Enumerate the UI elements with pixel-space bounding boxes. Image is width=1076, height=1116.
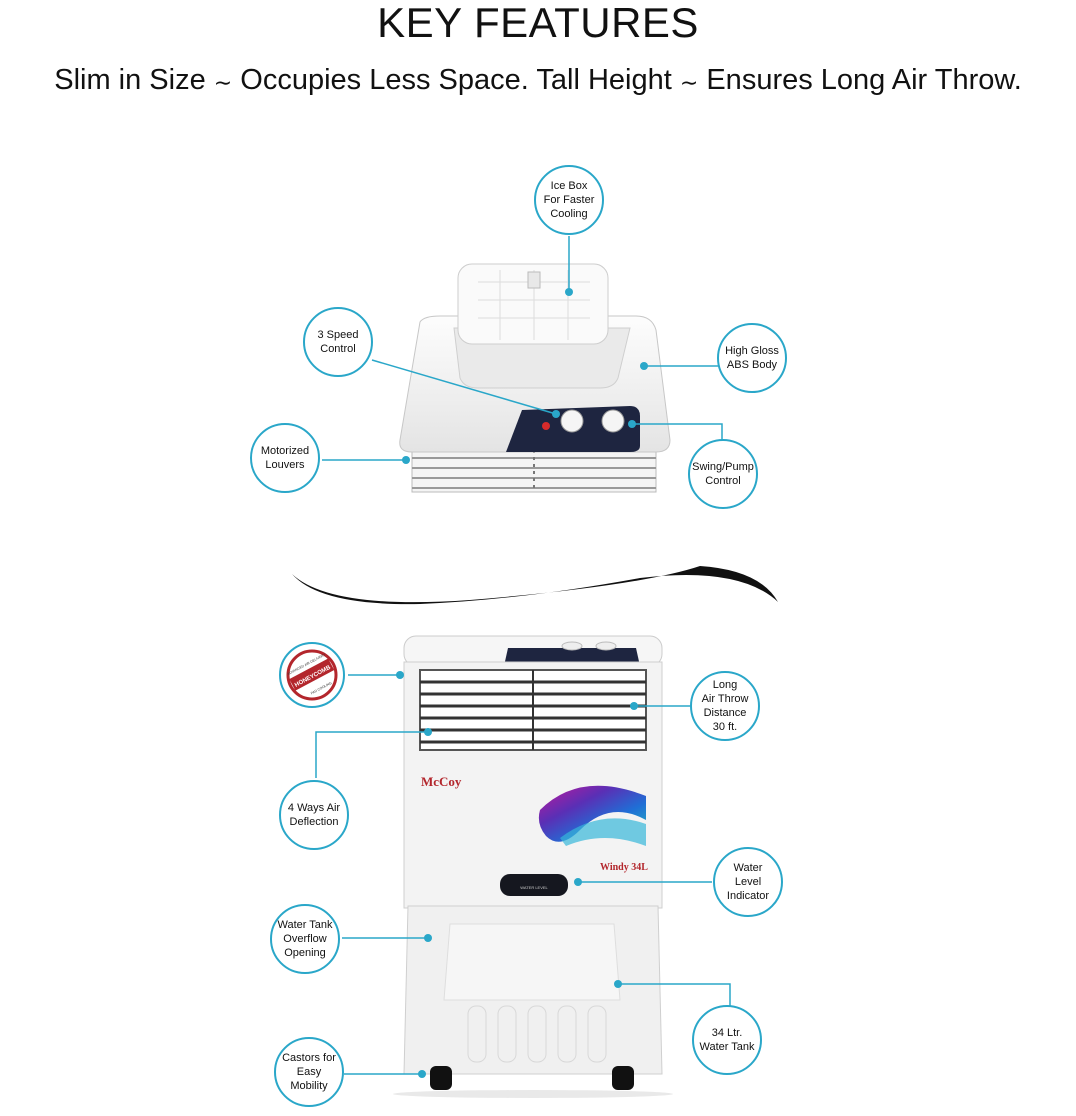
castor-wheels (430, 1066, 634, 1090)
page-subtitle: Slim in Size ∼ Occupies Less Space. Tall… (0, 62, 1076, 99)
callout-castors-line-1: Castors for (282, 1052, 336, 1064)
callout-speed-line-2: Control (320, 343, 356, 355)
decor-swirl (538, 785, 646, 842)
callout-overflow-line-2: Overflow (283, 933, 327, 945)
callout-ice-box-line-3: Cooling (550, 208, 588, 220)
callout-gloss-line-2: ABS Body (726, 359, 778, 371)
callout-louvers-line-2: Louvers (265, 459, 305, 471)
callout-throw-line-4: 30 ft. (712, 721, 738, 733)
subtitle-part-3: Ensures Long Air Throw. (706, 64, 1022, 96)
callout-tank-line-1: 34 Ltr. (711, 1027, 743, 1039)
callout-level-line-2: Indicator (726, 890, 770, 902)
honeycomb-badge: HONEYCOMB ADVANCED AIR DELIVERY PAD COOL… (279, 642, 345, 708)
callout-swing-line-2: Control (705, 475, 741, 487)
subtitle-separator-1: ∼ (213, 70, 233, 96)
top-control-panel (506, 406, 640, 452)
callout-swing-line-1: Swing/Pump (692, 461, 754, 473)
front-leader-lines (315, 674, 731, 1075)
brand-logo: McCoy (421, 774, 462, 789)
top-cooler-view (399, 263, 671, 493)
callout-throw-line-1: Long (712, 679, 738, 691)
front-cooler-view: McCoy Windy 34L WATER LEVEL (393, 635, 673, 1098)
ice-box (457, 263, 609, 345)
callout-ice-box-line-1: Ice Box (550, 180, 588, 192)
callout-ice-box-line-2: For Faster (543, 194, 595, 206)
callout-water-tank: 34 Ltr. Water Tank (692, 1005, 762, 1075)
swoosh-divider (292, 566, 778, 605)
water-level-window (500, 874, 568, 896)
callout-castors-line-2: Easy Mobility (290, 1066, 328, 1092)
water-level-window-label: WATER LEVEL (520, 885, 548, 890)
front-louver-grille (419, 669, 647, 751)
front-leader-dots (396, 671, 638, 1078)
callout-overflow-line-3: Opening (284, 947, 326, 959)
subtitle-separator-2: ∼ (679, 70, 699, 96)
callout-throw-line-2: Air Throw (701, 693, 749, 705)
top-leader-dots (402, 288, 648, 464)
callout-level-line-1: Water Level (733, 862, 763, 888)
callout-gloss-line-1: High Gloss (725, 345, 779, 357)
subtitle-part-1: Slim in Size (54, 64, 206, 96)
callout-throw-line-3: Distance (703, 707, 747, 719)
model-name: Windy 34L (600, 862, 648, 873)
page-title: KEY FEATURES (377, 0, 699, 46)
callout-tank-line-2: Water Tank (699, 1041, 755, 1053)
callout-deflection-line-2: Deflection (289, 816, 339, 828)
callout-louvers-line-1: Motorized (260, 445, 310, 457)
top-louvers (411, 447, 657, 493)
top-leader-lines (322, 236, 723, 461)
subtitle-part-2: Occupies Less Space. Tall Height (240, 64, 672, 96)
callout-deflection-line-1: 4 Ways Air (287, 802, 341, 814)
callout-overflow-line-1: Water Tank (277, 919, 333, 931)
callout-speed-line-1: 3 Speed (317, 329, 359, 341)
